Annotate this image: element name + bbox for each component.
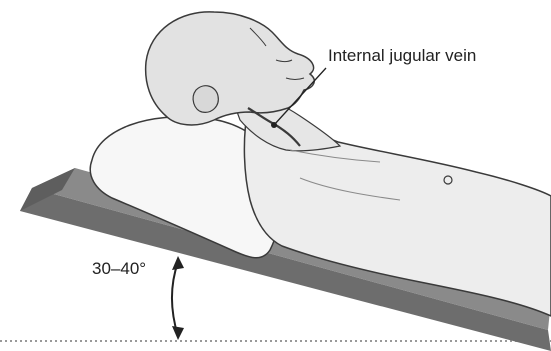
vein-leader-dot [271, 122, 277, 128]
angle-indicator-icon [172, 256, 184, 340]
angle-label: 30–40° [92, 259, 146, 279]
patient-ear [193, 86, 218, 113]
vein-label: Internal jugular vein [328, 46, 476, 66]
